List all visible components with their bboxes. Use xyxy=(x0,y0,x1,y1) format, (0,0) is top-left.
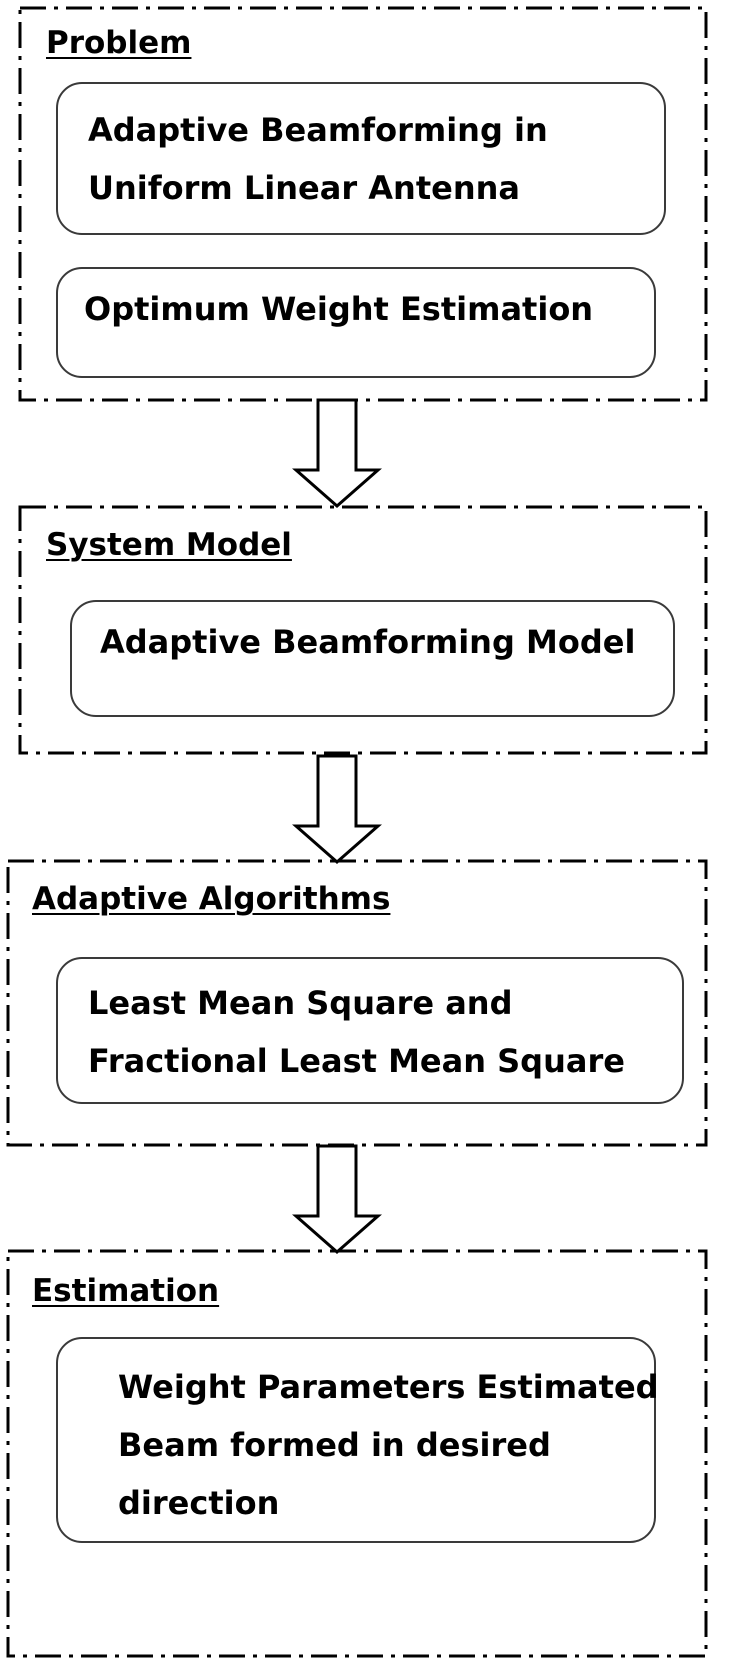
arrow-down-1 xyxy=(292,398,382,508)
section-frame-system-model xyxy=(18,505,708,755)
section-frame-problem xyxy=(18,6,708,402)
section-frame-estimation xyxy=(6,1249,708,1658)
box-text-line: Uniform Linear Antenna xyxy=(88,169,520,207)
box-text-line: Optimum Weight Estimation xyxy=(84,290,594,328)
section-title-estimation: Estimation xyxy=(32,1273,220,1309)
section-title-system-model: System Model xyxy=(46,527,292,563)
box-adaptive-beamforming: Adaptive Beamforming in Uniform Linear A… xyxy=(56,82,666,235)
section-title-adaptive-algorithms: Adaptive Algorithms xyxy=(32,881,391,917)
arrow-down-2 xyxy=(292,754,382,864)
box-optimum-weight: Optimum Weight Estimation xyxy=(56,267,656,378)
box-text-line: Least Mean Square and xyxy=(88,984,513,1022)
box-text-line: Adaptive Beamforming Model xyxy=(100,623,636,661)
arrow-down-3 xyxy=(292,1144,382,1254)
box-text-line: Weight Parameters Estimated xyxy=(118,1368,659,1406)
section-title-problem: Problem xyxy=(46,25,192,61)
box-least-mean-square: Least Mean Square and Fractional Least M… xyxy=(56,957,684,1104)
box-text-line: Adaptive Beamforming in xyxy=(88,111,548,149)
box-text-line: Fractional Least Mean Square xyxy=(88,1042,625,1080)
section-frame-adaptive-algorithms xyxy=(6,859,708,1147)
box-text-line: direction xyxy=(118,1484,280,1522)
box-beamforming-model: Adaptive Beamforming Model xyxy=(70,600,675,717)
box-text-line: Beam formed in desired xyxy=(118,1426,551,1464)
box-weight-parameters: Weight Parameters Estimated Beam formed … xyxy=(56,1337,659,1543)
